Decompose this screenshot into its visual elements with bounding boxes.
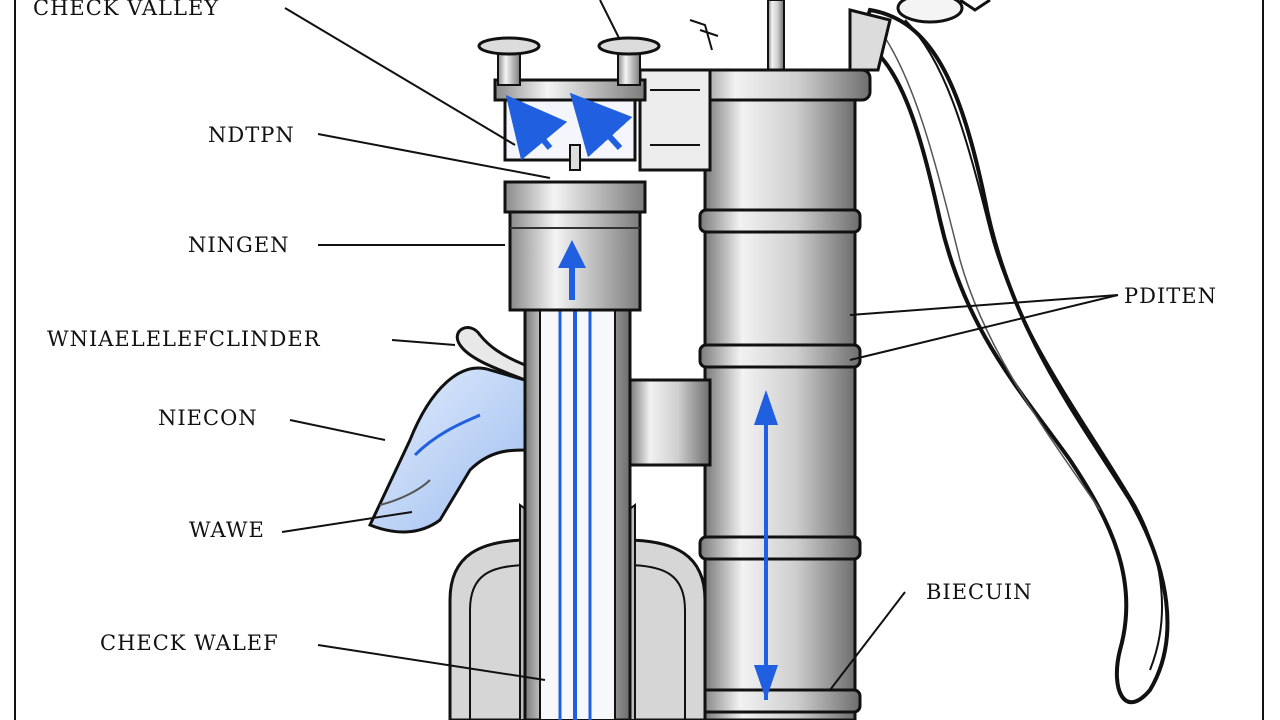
leader-lines xyxy=(281,7,1119,691)
label-ndtpn: NDTPN xyxy=(208,123,295,147)
spout xyxy=(367,326,712,534)
label-wawe: WAWE xyxy=(189,518,265,542)
label-check-walef: CHECK WALEF xyxy=(100,631,279,655)
connecting-bracket xyxy=(638,68,712,172)
label-water-cylinder: WNIAELELEFCLINDER xyxy=(47,327,321,351)
main-cylinder xyxy=(688,68,872,720)
pump-handle xyxy=(857,0,1170,705)
illustration-frame xyxy=(14,0,1264,720)
label-niecon: NIECON xyxy=(158,406,258,430)
piston xyxy=(503,180,647,312)
check-valve-box xyxy=(477,36,661,171)
top-fittings xyxy=(599,0,892,72)
label-ningen: NINGEN xyxy=(188,233,290,257)
central-cylinder xyxy=(523,303,632,720)
label-pditen: PDITEN xyxy=(1124,284,1217,308)
label-check-valley: CHECK VALLEY xyxy=(33,0,220,20)
label-biecuin: BIECUIN xyxy=(926,580,1033,604)
